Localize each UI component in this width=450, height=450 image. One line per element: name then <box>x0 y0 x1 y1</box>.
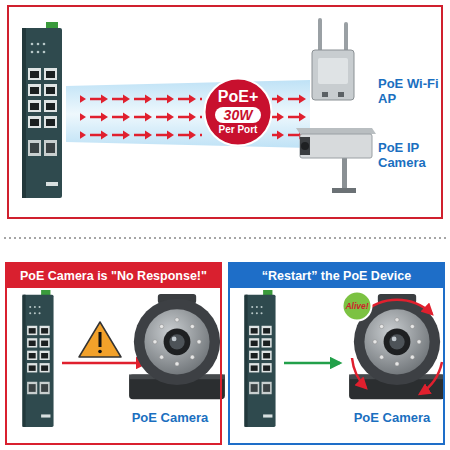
poe-switch <box>244 290 275 427</box>
ip-camera <box>300 134 372 158</box>
power-arrow <box>62 363 146 364</box>
panel-heading: PoE Camera is "No Response!" <box>7 264 220 288</box>
wifi-ap <box>312 50 354 100</box>
ip-camera <box>301 142 309 150</box>
alive-badge: Alive! <box>341 290 373 322</box>
ip-camera <box>300 137 310 155</box>
warning-symbol <box>79 322 121 357</box>
device-label: PoE Camera <box>120 410 220 425</box>
power-arrow <box>284 363 340 364</box>
poe-switch <box>22 22 62 198</box>
poe-badge: PoE+30WPer Port <box>203 77 273 147</box>
wifi-ap <box>344 22 348 54</box>
status-badge-text: Alive! <box>345 301 368 311</box>
wifi-ap <box>312 18 354 100</box>
power-band <box>66 80 310 148</box>
badge-note: Per Port <box>219 124 258 136</box>
restart-arrows <box>352 358 366 388</box>
panel-heading: “Restart” the PoE Device <box>230 264 443 288</box>
poe-switch <box>22 290 53 427</box>
restart-arrows <box>362 300 432 314</box>
wifi-ap <box>338 92 344 97</box>
device-label: PoE IP Camera <box>378 140 440 170</box>
poe-switch <box>22 22 62 198</box>
separator-line <box>4 237 446 239</box>
wifi-ap <box>318 58 348 84</box>
poe-switch <box>244 290 275 427</box>
wifi-ap <box>318 18 322 54</box>
ip-camera <box>342 158 347 192</box>
dome-camera <box>129 294 225 399</box>
device-label: PoE Wi-Fi AP <box>378 76 440 106</box>
ip-camera <box>332 188 356 193</box>
device-label: PoE Camera <box>342 410 442 425</box>
wifi-ap <box>322 92 328 97</box>
badge-circle <box>205 79 272 146</box>
warning-symbol <box>98 350 102 354</box>
ip-camera <box>296 128 376 193</box>
power-band <box>66 80 310 148</box>
badge-title: PoE+ <box>218 88 258 106</box>
top-panel <box>8 6 442 218</box>
dome-camera <box>129 294 225 399</box>
warning-symbol <box>99 332 102 347</box>
top-panel <box>8 6 442 218</box>
power-band <box>80 86 202 140</box>
poe-switch <box>22 290 53 427</box>
restart-arrows <box>420 362 442 394</box>
ip-camera <box>296 128 376 134</box>
badge-circle <box>343 292 372 321</box>
warning-symbol <box>79 322 121 357</box>
power-arrow <box>284 362 340 365</box>
power-arrow <box>62 362 146 365</box>
power-value: 30W <box>215 107 262 123</box>
